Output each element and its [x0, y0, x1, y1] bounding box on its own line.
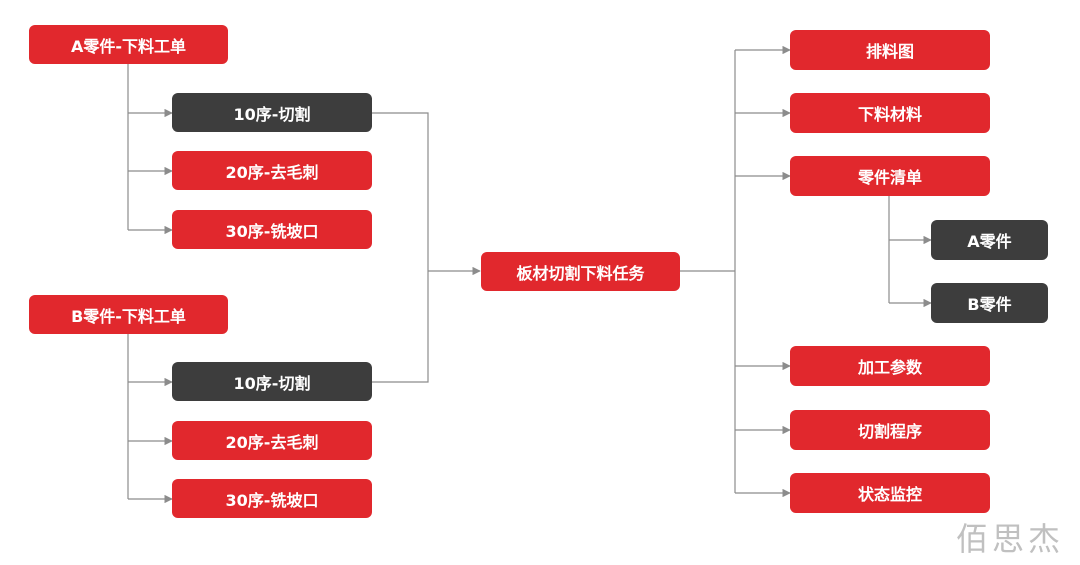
watermark-text: 佰思杰	[956, 520, 1065, 558]
right-item-status-monitoring: 状态监控	[790, 473, 990, 513]
a-part-work-order: A零件-下料工单	[29, 25, 228, 64]
right-item-nesting-diagram: 排料图	[790, 30, 990, 70]
a-step-cutting: 10序-切割	[172, 93, 372, 132]
parts-list-child-b: B零件	[931, 283, 1048, 323]
right-item-parts-list: 零件清单	[790, 156, 990, 196]
a-step-deburring: 20序-去毛刺	[172, 151, 372, 190]
b-step-deburring: 20序-去毛刺	[172, 421, 372, 460]
right-item-cutting-program: 切割程序	[790, 410, 990, 450]
a-step-beveling: 30序-铣坡口	[172, 210, 372, 249]
b-step-cutting: 10序-切割	[172, 362, 372, 401]
right-item-process-parameters: 加工参数	[790, 346, 990, 386]
b-part-work-order: B零件-下料工单	[29, 295, 228, 334]
right-item-cutting-material: 下料材料	[790, 93, 990, 133]
sheet-cutting-task: 板材切割下料任务	[481, 252, 680, 291]
b-step-beveling: 30序-铣坡口	[172, 479, 372, 518]
parts-list-child-a: A零件	[931, 220, 1048, 260]
